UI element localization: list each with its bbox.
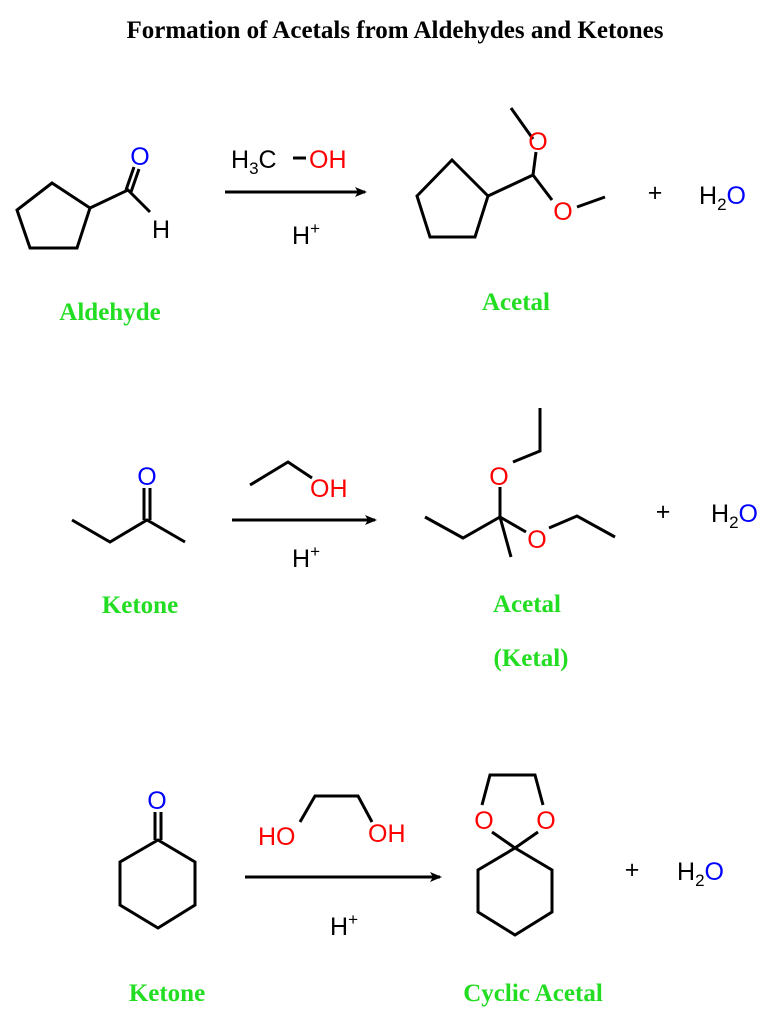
- ether-oxygen: O: [528, 128, 547, 156]
- cyclopentanecarbaldehyde: O H: [15, 143, 170, 250]
- reaction-2: O OH H+ O O + H2O Ketone Acetal (Ketal): [71, 408, 758, 672]
- reagent-hydroxyl: OH: [310, 475, 348, 503]
- ether-oxygen: O: [536, 807, 555, 835]
- ethanol-chain: [249, 460, 313, 487]
- product-label: Cyclic Acetal: [463, 980, 603, 1007]
- aldehyde-hydrogen: H: [152, 216, 170, 244]
- spiro-dioxolane: O O: [474, 773, 556, 937]
- ether-oxygen: O: [489, 463, 508, 491]
- reagent-methanol: H3C: [231, 146, 277, 178]
- reagent-hydroxyl-left: HO: [258, 823, 296, 851]
- water: H2O: [699, 182, 746, 214]
- reactant-label: Ketone: [102, 592, 178, 619]
- acid-catalyst: H+: [292, 542, 320, 573]
- carbonyl-oxygen: O: [130, 143, 149, 171]
- plus-sign: +: [648, 179, 663, 207]
- carbonyl-oxygen: O: [147, 787, 166, 815]
- carbonyl-oxygen: O: [137, 463, 156, 491]
- reagent-hydroxyl-right: OH: [368, 820, 406, 848]
- product-label-alt: (Ketal): [494, 645, 569, 672]
- product-label: Acetal: [482, 289, 550, 316]
- acid-catalyst: H+: [292, 219, 320, 250]
- water: H2O: [711, 500, 758, 532]
- reagent-hydroxyl: OH: [309, 146, 347, 174]
- reactant-label: Aldehyde: [59, 299, 160, 326]
- acid-catalyst: H+: [330, 910, 358, 941]
- plus-sign: +: [625, 856, 640, 884]
- reaction-3: O HO OH H+ O O + H2O Ketone Cyclic Aceta…: [118, 773, 724, 1007]
- ether-oxygen: O: [474, 807, 493, 835]
- butanone: O: [71, 463, 186, 544]
- reactant-label: Ketone: [129, 980, 205, 1007]
- diagram-title: Formation of Acetals from Aldehydes and …: [126, 17, 663, 44]
- ether-oxygen: O: [553, 198, 572, 226]
- plus-sign: +: [656, 498, 671, 526]
- water: H2O: [677, 858, 724, 890]
- diethyl-ketal: O O: [424, 408, 616, 558]
- ether-oxygen: O: [527, 526, 546, 554]
- ethylene-glycol-chain: [298, 794, 374, 823]
- dimethyl-acetal: O O: [415, 107, 606, 239]
- cyclohexanone: O: [118, 787, 197, 930]
- reaction-1: O H H3C OH H+ O O + H2O Aldehyde Acetal: [15, 107, 746, 326]
- product-label: Acetal: [493, 591, 561, 618]
